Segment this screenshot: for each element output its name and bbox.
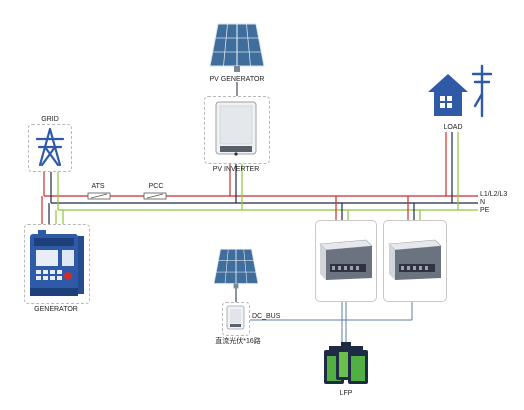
- n-label: N: [480, 199, 486, 206]
- battery-cabinet-icon: [319, 239, 373, 280]
- lfp-label: LFP: [339, 390, 353, 397]
- house-icon: [428, 74, 468, 116]
- dc-pv-label: 直流光伏*16路: [215, 338, 261, 345]
- generator-label: GENERATOR: [34, 306, 78, 313]
- pe-label: PE: [480, 207, 490, 214]
- ats-label: ATS: [91, 183, 105, 190]
- l1l2l3-label: L1/L2/L3: [480, 191, 508, 198]
- transmission-tower-icon: [35, 127, 65, 167]
- battery-cabinet-icon: [388, 239, 442, 280]
- battery-pack-icon: [324, 342, 368, 384]
- dc-converter-icon: [226, 305, 245, 330]
- utility-pole-icon: [471, 64, 493, 118]
- pcc-label: PCC: [148, 183, 164, 190]
- grid-label: GRID: [41, 116, 59, 123]
- pv-generator-label: PV GENERATOR: [209, 76, 265, 83]
- solar-panel-icon: [213, 248, 259, 289]
- load-label: LOAD: [443, 124, 463, 131]
- generator-icon: [30, 230, 84, 296]
- dc-bus-label: DC_BUS: [252, 313, 281, 320]
- pv-inverter-label: PV INVERTER: [212, 166, 260, 173]
- pv-inverter-icon: [215, 101, 257, 156]
- solar-panel-icon: [209, 23, 265, 72]
